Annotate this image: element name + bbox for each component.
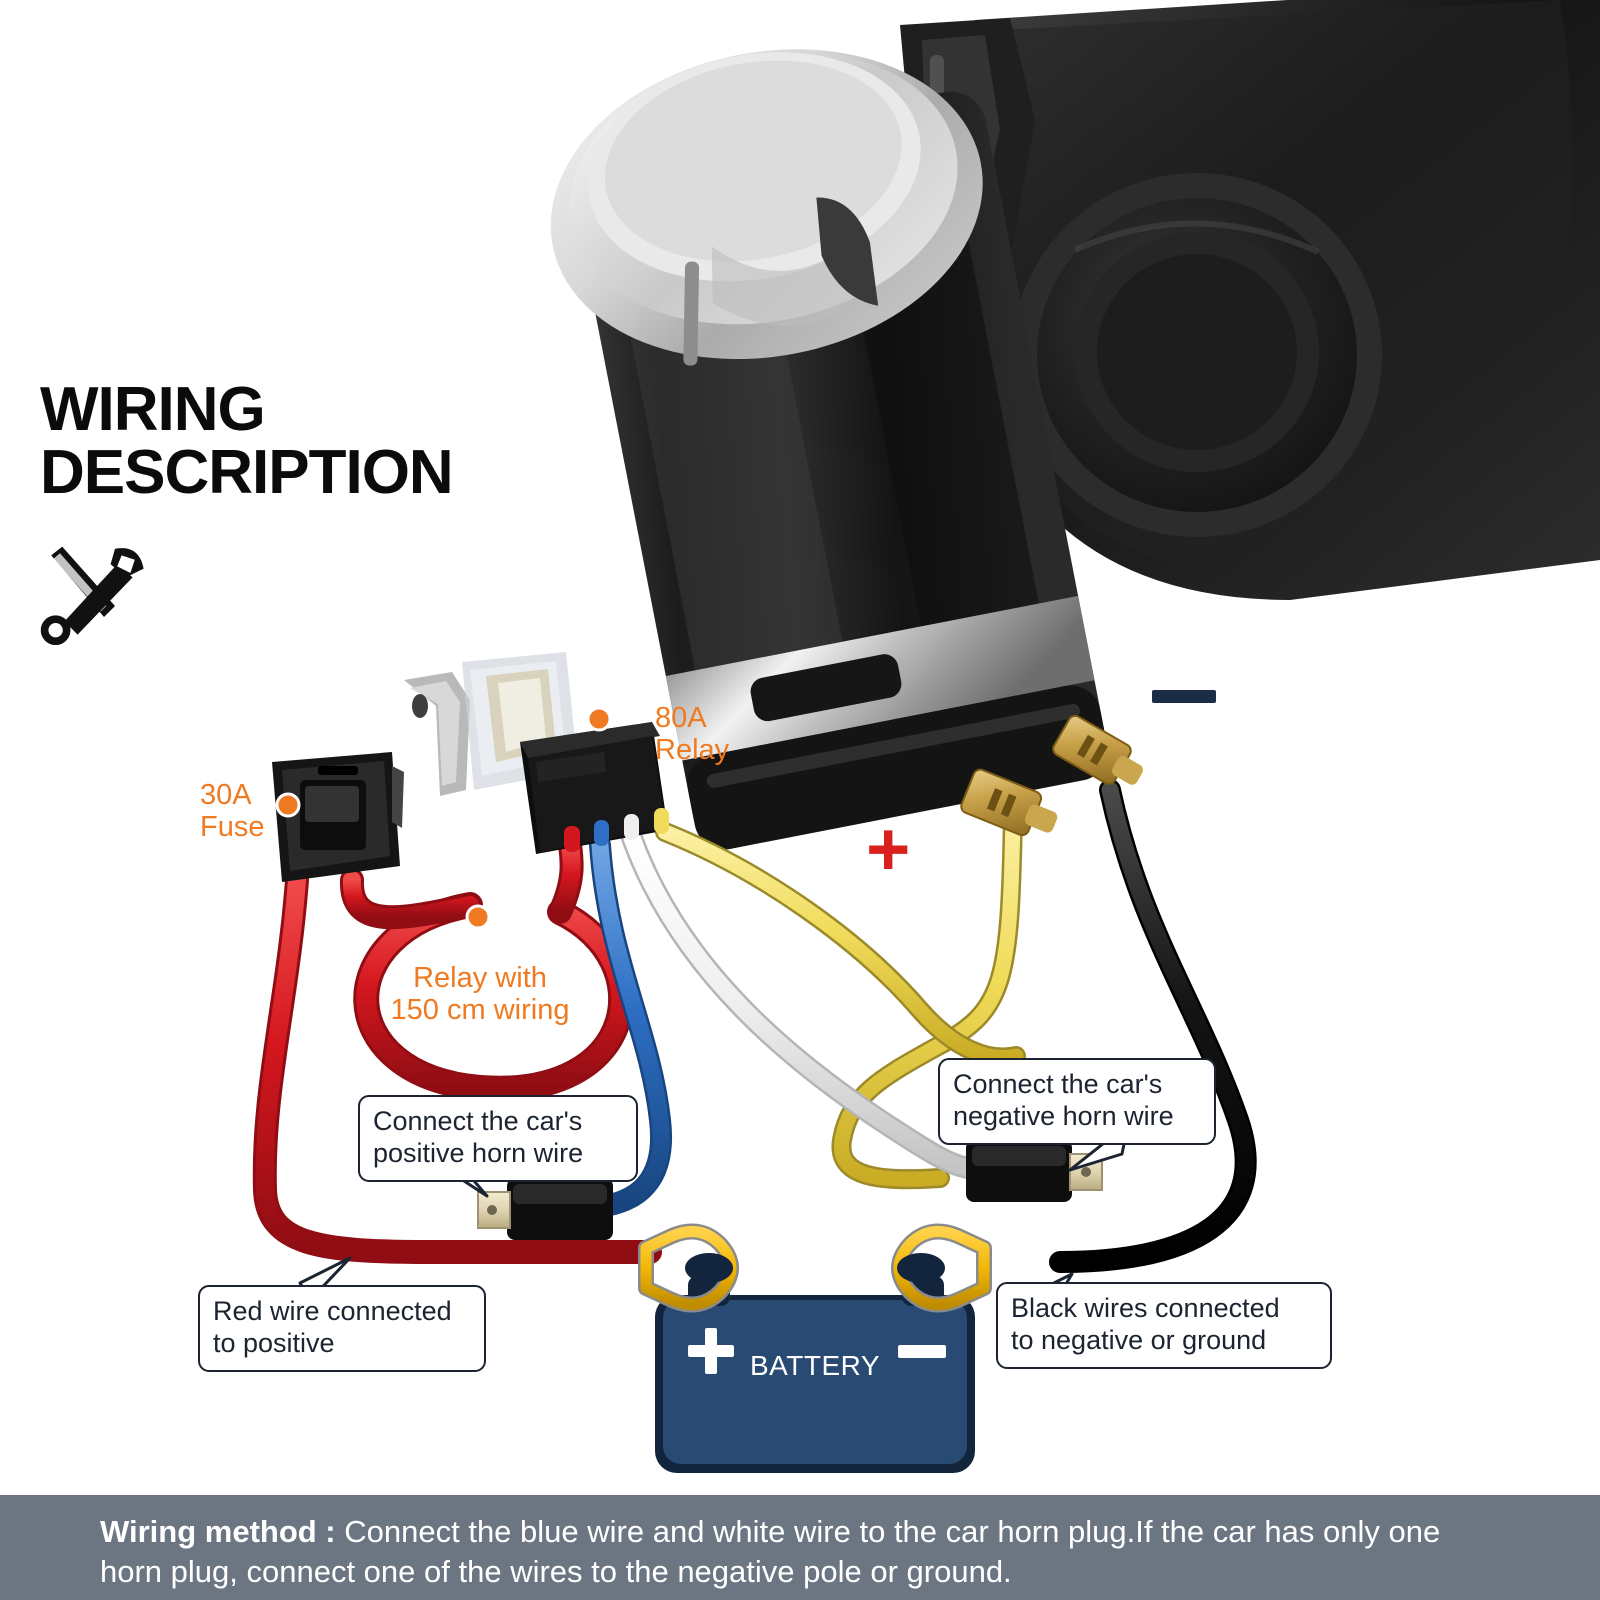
fuse-label: 30A Fuse	[200, 779, 265, 844]
blue-wire	[569, 834, 673, 1219]
horn-black-wire	[1049, 779, 1257, 1273]
horn-positive-marker: +	[866, 807, 911, 892]
callout-red-wire: Red wire connected to positive	[198, 1285, 486, 1372]
yellow-lead-spade-terminal	[960, 768, 1058, 837]
battery-label: BATTERY	[749, 1350, 881, 1381]
wiring-method-text: Wiring method : Connect the blue wire an…	[100, 1512, 1500, 1591]
relay-yellow-wire	[655, 822, 1026, 1068]
coil-length-label: Relay with 150 cm wiring	[390, 962, 570, 1027]
black-lead-spade-terminal	[1052, 714, 1143, 785]
relay-label: 80A Relay	[655, 702, 730, 767]
callout-negative-horn: Connect the car's negative horn wire	[938, 1058, 1216, 1145]
wiring-method-body: Connect the blue wire and white wire to …	[100, 1514, 1441, 1589]
wiring-method-lead: Wiring method :	[100, 1514, 345, 1549]
coil-marker-dot	[465, 904, 491, 930]
horn-minus-glyph	[1152, 690, 1216, 703]
positive-horn-connector	[477, 1178, 613, 1240]
horn-yellow-wire	[831, 805, 1023, 1190]
wiring-method-banner	[0, 1495, 1600, 1600]
white-wire	[621, 827, 979, 1179]
page-title-line2: DESCRIPTION	[40, 438, 454, 508]
wrench-screwdriver-icon	[40, 546, 144, 646]
page-title-line1: WIRING	[40, 375, 266, 444]
battery-negative-clamp	[891, 1223, 992, 1313]
fuse-holder	[272, 752, 404, 882]
callout-positive-horn: Connect the car's positive horn wire	[358, 1095, 638, 1182]
negative-horn-connector	[966, 1140, 1103, 1202]
callout-black-wire: Black wires connected to negative or gro…	[996, 1282, 1332, 1369]
page-title: WIRING DESCRIPTION	[40, 375, 600, 508]
battery-positive-clamp	[638, 1223, 739, 1313]
relay-wire-stubs	[564, 808, 669, 852]
